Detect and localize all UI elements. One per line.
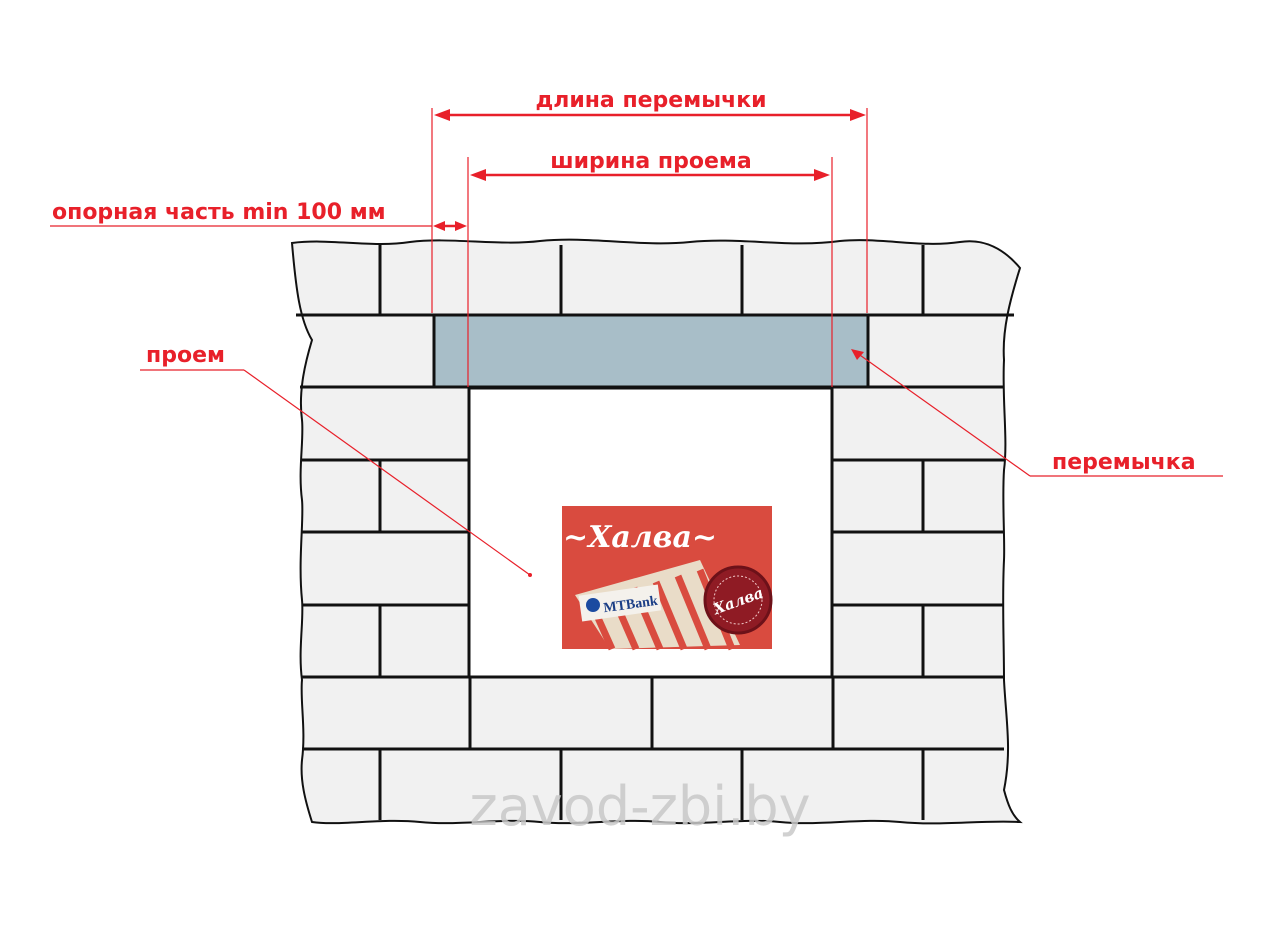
dimension-lines xyxy=(433,109,866,577)
opening-width-label: ширина проема xyxy=(550,149,751,174)
bank-label-bg xyxy=(578,584,662,622)
lintel-length-label: длина перемычки xyxy=(535,88,766,113)
opening-label: проем xyxy=(146,343,225,368)
watermark-text: zavod-zbi.by xyxy=(469,775,810,838)
bearing-part-label: опорная часть min 100 мм xyxy=(52,200,386,225)
lintel-label: перемычка xyxy=(1052,450,1196,475)
annotations xyxy=(50,108,1223,576)
bank-logo-icon xyxy=(586,598,600,612)
ad-card-title: ~Халва~ xyxy=(563,520,717,555)
ad-card: MTBank Халва ~Халва~ xyxy=(562,506,773,651)
seal-icon xyxy=(703,565,773,635)
lintel-beam xyxy=(432,313,870,389)
